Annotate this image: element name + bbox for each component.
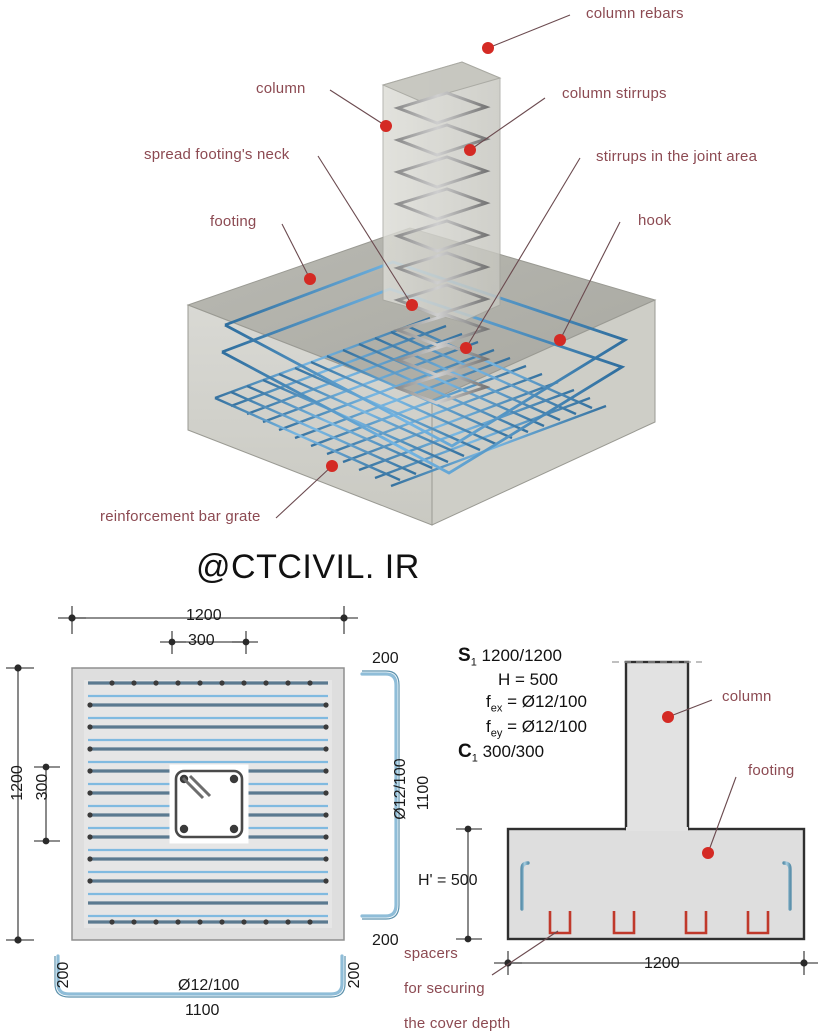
spacer-note-leader [491, 930, 559, 976]
label-column-stirrups: column stirrups [562, 85, 667, 102]
spec-c-tag: C [458, 741, 472, 763]
label-column-rebars: column rebars [586, 5, 684, 22]
plan-dim-left [6, 664, 60, 944]
bar-h-diameter: Ø12/100 [178, 977, 240, 994]
callout-dot-column-stirrups [464, 144, 476, 156]
spacers-note-line2: for securing [404, 980, 485, 997]
spec-s-tag: S [458, 645, 471, 666]
spec-fey-tag: f [486, 716, 491, 736]
callout-dot-stirrups-joint [460, 342, 472, 354]
section-dim-width [494, 951, 818, 975]
spec-c-value: 300/300 [482, 742, 545, 762]
spec-s-value: 1200/1200 [481, 646, 562, 665]
watermark: @CTCIVIL. IR [196, 548, 420, 586]
label-spread-footing-neck: spread footing's neck [144, 146, 290, 163]
section-hooks [520, 861, 792, 911]
spacer-3 [684, 911, 708, 935]
bar-h-length: 1100 [185, 1002, 220, 1019]
callout-dot-spread-footing-neck [406, 299, 418, 311]
section-view [456, 533, 818, 976]
bar-h-hook-right: 200 [346, 961, 363, 989]
section-dim-height [456, 825, 482, 943]
plan-dim-left-1200: 1200 [9, 765, 26, 801]
section-leaders [667, 699, 737, 854]
bar-detail-vertical [360, 670, 400, 920]
spacer-1 [548, 911, 572, 935]
callout-leaders [275, 14, 621, 519]
spacer-2 [612, 911, 636, 935]
plan-bar-ends [87, 680, 329, 925]
bar-detail-horizontal [54, 954, 346, 998]
spec-fey-value: = Ø12/100 [507, 716, 587, 736]
label-column: column [256, 80, 306, 97]
callout-dots [304, 42, 566, 472]
bar-v-hook-bottom: 200 [372, 932, 399, 949]
spec-fex-value: = Ø12/100 [507, 692, 587, 712]
section-dim-h-prime: H' = 500 [418, 872, 478, 889]
label-section-column: column [722, 688, 772, 705]
callout-dot-column-rebars [482, 42, 494, 54]
label-stirrups-joint-area: stirrups in the joint area [596, 148, 758, 165]
label-reinforcement-bar-grate: reinforcement bar grate [100, 508, 261, 525]
callout-dot-hook [554, 334, 566, 346]
callout-dot-section-column [662, 711, 674, 723]
bar-h-hook-left: 200 [55, 961, 72, 989]
label-footing-iso: footing [210, 213, 257, 230]
plan-dim-left-300: 300 [34, 773, 51, 801]
spacers-note: spacers for securing the cover depth [404, 945, 510, 1032]
plan-column [169, 764, 249, 844]
callout-dot-section-footing [702, 847, 714, 859]
spec-h: H = 500 [498, 670, 559, 690]
spacer-4 [746, 911, 770, 935]
isometric-view [186, 0, 657, 526]
spec-c-sub: 1 [471, 752, 478, 765]
plan-dim-top-300: 300 [188, 632, 215, 649]
perimeter-top-bars [221, 260, 629, 475]
callout-dot-rebar-grate [326, 460, 338, 472]
plan-dim-top [58, 606, 358, 654]
label-section-footing: footing [748, 762, 795, 779]
spec-fex-sub: ex [490, 702, 503, 715]
spec-block: S1 1200/1200 H = 500 fex = Ø12/100 fey =… [458, 645, 698, 765]
rebar-grate [214, 316, 607, 488]
section-spacers [548, 911, 770, 935]
label-hook: hook [638, 212, 672, 229]
bar-v-diameter: Ø12/100 [392, 758, 409, 820]
section-dim-1200: 1200 [644, 955, 680, 972]
spec-fey-sub: ey [490, 727, 503, 740]
spec-s-sub: 1 [470, 656, 477, 669]
spec-fex-tag: f [486, 692, 491, 712]
plan-view [6, 606, 358, 944]
plan-dim-top-1200: 1200 [186, 607, 222, 624]
callout-dot-column [380, 120, 392, 132]
callout-dot-footing [304, 273, 316, 285]
section-column-stirrups [628, 667, 686, 893]
spacers-note-line1: spacers [404, 945, 458, 962]
bar-v-hook-top: 200 [372, 650, 399, 667]
